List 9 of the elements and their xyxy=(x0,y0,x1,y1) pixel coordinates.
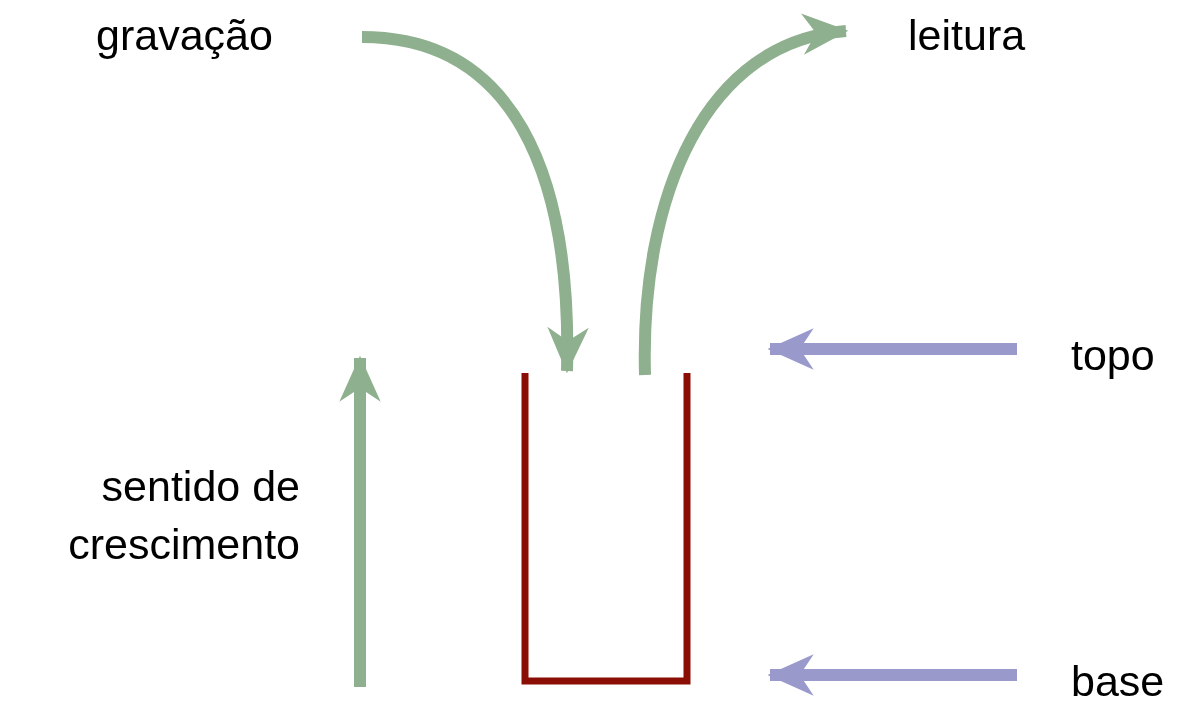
text-label: leitura xyxy=(908,14,1026,57)
arrow xyxy=(767,654,1017,696)
arrow xyxy=(361,31,588,374)
stack-container xyxy=(521,373,691,685)
text-label: topo xyxy=(1071,334,1155,377)
direction-label: sentido de crescimento xyxy=(67,461,300,570)
text-label: base xyxy=(1071,660,1165,703)
arrow xyxy=(767,328,1017,370)
text-label: gravação xyxy=(96,14,273,57)
